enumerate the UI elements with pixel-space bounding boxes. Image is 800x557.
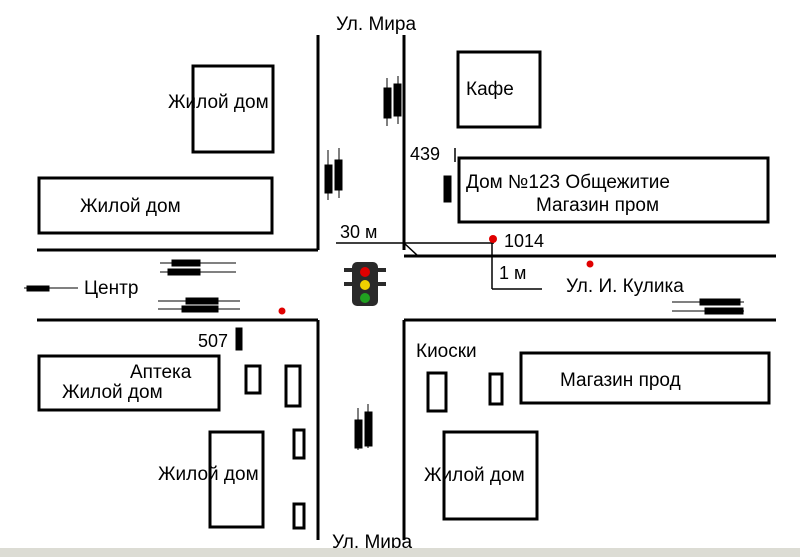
- marker-507-post: [235, 327, 243, 351]
- street-kulika-label: Ул. И. Кулика: [566, 276, 684, 297]
- car-center: [24, 285, 78, 292]
- cars: [24, 76, 744, 450]
- marker-1014-label: 1014: [504, 231, 544, 251]
- car-kulika-west-2: [158, 297, 240, 313]
- house-nw-top-outline: [191, 64, 275, 154]
- roads: [37, 35, 776, 540]
- kiosk-3: [292, 428, 306, 460]
- dom123-outline: [457, 156, 770, 224]
- kiosk-1: [244, 364, 262, 395]
- car-east-dom123: [443, 175, 452, 203]
- house-sw-outline: [208, 430, 265, 529]
- marker-439-label: 439: [410, 144, 440, 164]
- house-se-label: Жилой дом: [424, 465, 525, 486]
- traffic-light-icon: [344, 262, 386, 306]
- kiosk-4: [292, 502, 306, 530]
- cafe-outline: [456, 50, 542, 129]
- car-mira-south: [354, 404, 373, 450]
- point-kulika: [586, 260, 594, 268]
- street-mira-bottom-label: Ул. Мира: [332, 532, 412, 553]
- points: [278, 235, 594, 315]
- dom123-label-line1: Дом №123 Общежитие: [466, 172, 670, 193]
- kiosk-5: [426, 371, 448, 413]
- kiosk-2: [284, 364, 302, 408]
- kiosks-label: Киоски: [416, 341, 477, 362]
- car-mira-north: [383, 76, 402, 126]
- house-sw-label: Жилой дом: [158, 464, 259, 485]
- house-nw-outline: [37, 176, 274, 235]
- apteka-label-line1: Аптека: [130, 362, 192, 383]
- shop-food-outline: [519, 351, 771, 405]
- bottom-strip: [0, 548, 800, 557]
- dom123-label-line2: Магазин пром: [536, 195, 659, 216]
- apteka-label-line2: Жилой дом: [62, 382, 163, 403]
- car-mira-north-2: [324, 148, 343, 200]
- measurements: [336, 148, 542, 290]
- kiosk-6: [488, 372, 504, 406]
- street-mira-top-label: Ул. Мира: [336, 14, 416, 35]
- apteka-outline: [37, 354, 221, 412]
- point-1014: [489, 235, 497, 243]
- house-nw-label: Жилой дом: [80, 196, 181, 217]
- house-nw-top-label: Жилой дом: [168, 92, 269, 113]
- dist-30-label: 30 м: [340, 222, 377, 242]
- dist-1-label: 1 м: [499, 263, 526, 283]
- cafe-label: Кафе: [466, 79, 514, 100]
- center-label: Центр: [84, 278, 138, 299]
- buildings: [37, 50, 771, 530]
- dist-30-diag: [403, 242, 419, 257]
- marker-507-label: 507: [198, 331, 228, 351]
- house-se-outline: [442, 430, 539, 521]
- shop-food-label: Магазин прод: [560, 370, 681, 391]
- car-kulika-west-1: [160, 259, 236, 276]
- point-507: [278, 307, 286, 315]
- car-kulika-east: [672, 298, 744, 315]
